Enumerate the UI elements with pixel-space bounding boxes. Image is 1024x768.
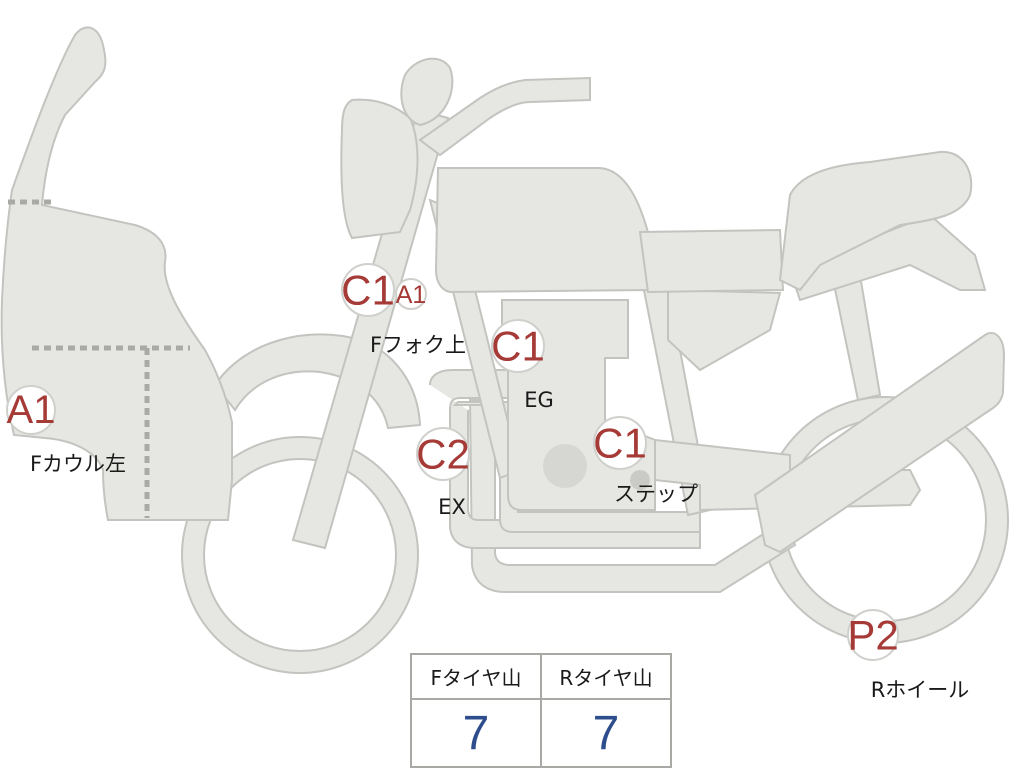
f-tire-value[interactable]: 7 (410, 698, 542, 768)
marker-step[interactable]: C1 ステップ (593, 416, 698, 506)
marker-label: EG (524, 388, 554, 412)
f-tire-header: Fタイヤ山 (410, 653, 542, 700)
marker-engine[interactable]: C1 EG (491, 319, 554, 412)
marker-code: C2 (416, 431, 470, 478)
marker-label: EX (438, 495, 466, 519)
r-tire-value[interactable]: 7 (540, 698, 672, 768)
side-panel (667, 288, 782, 372)
marker-code: P2 (847, 612, 898, 659)
handlebar (418, 76, 591, 157)
tire-table-value-row: 7 7 (410, 698, 672, 768)
marker-label: Rホイール (871, 678, 970, 702)
marker-code: C1 (341, 267, 395, 314)
marker-code: A1 (396, 281, 427, 309)
r-tire-header: Rタイヤ山 (540, 653, 672, 700)
step-peg-left (630, 470, 650, 490)
headlight (340, 98, 419, 240)
tire-table-header-row: Fタイヤ山 Rタイヤ山 (410, 653, 672, 700)
marker-f-cowl-left[interactable]: A1 Fカウル左 (6, 385, 127, 476)
tire-tread-table: Fタイヤ山 Rタイヤ山 7 7 (410, 653, 672, 768)
engine-cover (543, 444, 587, 488)
fuel-tank (434, 167, 654, 294)
marker-exhaust[interactable]: C2 EX (416, 427, 470, 519)
marker-code: C1 (491, 323, 545, 370)
marker-r-wheel[interactable]: P2 Rホイール (847, 609, 970, 702)
marker-f-fork-upper-c1[interactable]: C1 Fフォク上 (341, 263, 466, 357)
front-wheel (181, 436, 419, 674)
front-cowl (0, 26, 233, 521)
marker-f-fork-upper-a1[interactable]: A1 (395, 278, 427, 310)
marker-label: ステップ (614, 482, 698, 506)
mirror (400, 57, 454, 127)
marker-code: C1 (593, 420, 647, 467)
muffler (753, 332, 1006, 554)
seat-rear (778, 150, 973, 292)
marker-label: Fカウル左 (30, 452, 126, 476)
seat-front (638, 228, 785, 294)
marker-label: Fフォク上 (370, 333, 466, 357)
marker-code: A1 (7, 388, 56, 432)
rear-frame (788, 213, 987, 302)
